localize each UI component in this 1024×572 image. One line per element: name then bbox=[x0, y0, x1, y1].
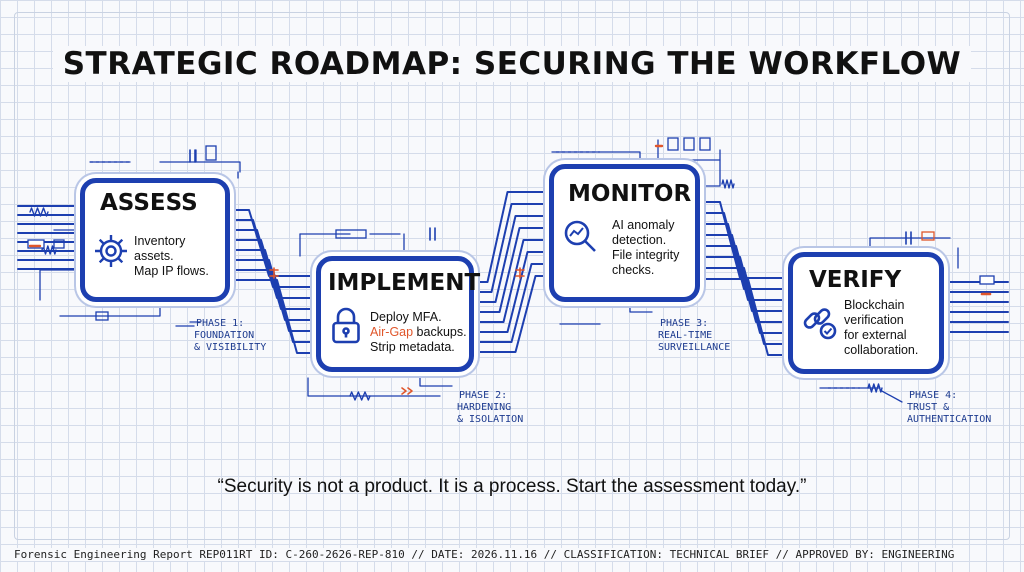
trace bbox=[59, 303, 161, 317]
chip-implement bbox=[316, 256, 474, 372]
accent-mark bbox=[269, 267, 279, 279]
bundle-1-2 bbox=[231, 259, 315, 332]
resistor-symbol bbox=[349, 391, 371, 401]
trace bbox=[39, 269, 81, 301]
capacitor-symbol bbox=[429, 227, 436, 241]
bundle-2-3 bbox=[475, 251, 548, 333]
chip-monitor-title: MONITOR bbox=[568, 181, 692, 207]
trace bbox=[869, 237, 951, 251]
resistor-symbol bbox=[721, 179, 735, 189]
chip-assess bbox=[80, 178, 230, 302]
resistor-symbol bbox=[29, 207, 49, 217]
bundle-3-4 bbox=[701, 267, 787, 345]
bundle-2-3 bbox=[475, 203, 548, 293]
bundle-3-4 bbox=[701, 234, 787, 312]
component-symbol bbox=[921, 231, 935, 241]
bundle-3-4 bbox=[701, 245, 787, 323]
accent-mark bbox=[401, 387, 413, 395]
bundle-3-4 bbox=[701, 278, 787, 356]
trace bbox=[159, 161, 241, 173]
phase-4-label: PHASE 4:TRUST &AUTHENTICATION bbox=[907, 390, 992, 425]
capacitor-symbol bbox=[905, 231, 912, 245]
component-symbol bbox=[699, 137, 711, 151]
bundle-2-3 bbox=[475, 239, 548, 323]
component-symbol bbox=[979, 275, 995, 285]
magnifier-chart-icon bbox=[562, 218, 600, 261]
page-frame bbox=[14, 12, 1010, 540]
page-title: STRATEGIC ROADMAP: SECURING THE WORKFLOW bbox=[0, 46, 1024, 82]
component-symbol bbox=[335, 229, 367, 239]
chip-verify-title: VERIFY bbox=[809, 267, 902, 293]
chip-assess-title: ASSESS bbox=[100, 190, 198, 216]
gear-icon bbox=[92, 232, 130, 275]
bundle-3-4 bbox=[701, 212, 787, 290]
bundle-2-3 bbox=[475, 275, 548, 353]
trace bbox=[699, 159, 721, 187]
chip-monitor bbox=[549, 164, 700, 302]
bundle-3-4 bbox=[701, 256, 787, 334]
bundle-2-3 bbox=[475, 227, 548, 313]
bundle-1-2 bbox=[231, 269, 315, 343]
capacitor-symbol bbox=[189, 149, 196, 163]
chain-link-check-icon bbox=[800, 302, 840, 347]
component-symbol bbox=[27, 239, 45, 249]
component-symbol bbox=[95, 311, 109, 321]
component-symbol bbox=[53, 239, 65, 249]
air-gap-highlight: Air-Gap bbox=[370, 325, 414, 339]
phase-1-label: PHASE 1:FOUNDATION& VISIBILITY bbox=[194, 318, 267, 353]
bundle-1-2 bbox=[231, 249, 315, 321]
bundle-2-3 bbox=[475, 191, 548, 283]
trace bbox=[419, 377, 453, 387]
trace bbox=[551, 151, 641, 163]
phase-2-label: PHASE 2:HARDENING& ISOLATION bbox=[457, 390, 524, 425]
bundle-1-2 bbox=[231, 279, 315, 354]
component-symbol bbox=[667, 137, 679, 151]
bundle-2-3 bbox=[475, 263, 548, 343]
bundle-2-3 bbox=[475, 215, 548, 303]
trace bbox=[629, 305, 653, 313]
trace bbox=[307, 377, 441, 397]
report-footer: Forensic Engineering Report REP011RT ID:… bbox=[14, 548, 955, 561]
chip-implement-title: IMPLEMENT bbox=[328, 270, 481, 296]
trace bbox=[879, 389, 903, 403]
accent-mark bbox=[515, 267, 525, 279]
resistor-symbol bbox=[867, 383, 883, 393]
closing-quote: “Security is not a product. It is a proc… bbox=[217, 476, 807, 497]
component-symbol bbox=[683, 137, 695, 151]
bundle-3-4 bbox=[701, 201, 787, 279]
padlock-icon bbox=[330, 306, 362, 351]
bundle-3-4 bbox=[701, 223, 787, 301]
component-symbol bbox=[205, 145, 217, 161]
chip-implement-text: Deploy MFA. Air-Gap backups. Strip metad… bbox=[370, 310, 467, 354]
trace bbox=[689, 149, 721, 161]
